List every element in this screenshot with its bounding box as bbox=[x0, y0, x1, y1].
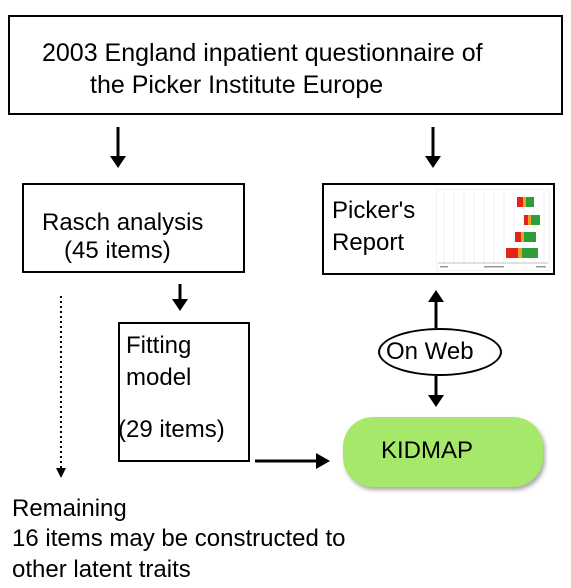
source-questionnaire-line1: 2003 England inpatient questionnaire of bbox=[42, 39, 483, 67]
pickers-report-line1: Picker's bbox=[332, 197, 416, 224]
dotted-arrow-to-remaining-head bbox=[56, 468, 66, 478]
kidmap-label: KIDMAP bbox=[381, 437, 474, 464]
arrow-web-to-kidmap-head bbox=[428, 395, 444, 407]
arrow-fitting-to-kidmap-head bbox=[316, 453, 330, 469]
fitting-model-line2: model bbox=[126, 364, 192, 391]
on-web-ellipse: On Web bbox=[378, 328, 502, 376]
fitting-model-line1: Fitting bbox=[126, 332, 192, 359]
arrow-to-rasch-head bbox=[110, 156, 126, 168]
arrow-to-fitting-head bbox=[172, 299, 188, 311]
fitting-model-box: Fitting model (29 items) bbox=[118, 322, 250, 462]
rasch-analysis-items: (45 items) bbox=[64, 237, 171, 264]
remaining-line1: Remaining bbox=[12, 495, 127, 522]
source-questionnaire-box: 2003 England inpatient questionnaire of … bbox=[8, 15, 563, 115]
rasch-analysis-box: Rasch analysis (45 items) bbox=[22, 183, 245, 273]
source-questionnaire-line2: the Picker Institute Europe bbox=[90, 71, 384, 99]
pickers-report-box: Picker's Report bbox=[322, 183, 555, 275]
arrow-to-picker-head bbox=[425, 156, 441, 168]
arrow-web-to-picker-head bbox=[428, 290, 444, 302]
remaining-line3: other latent traits bbox=[12, 556, 191, 583]
rasch-analysis-label: Rasch analysis bbox=[42, 209, 204, 236]
remaining-line2: 16 items may be constructed to bbox=[12, 525, 346, 552]
pickers-report-line2: Report bbox=[332, 229, 405, 256]
on-web-label: On Web bbox=[386, 338, 474, 365]
fitting-model-items: (29 items) bbox=[118, 416, 225, 443]
kidmap-box: KIDMAP bbox=[343, 417, 543, 487]
report-thumbnail-image bbox=[436, 189, 550, 271]
